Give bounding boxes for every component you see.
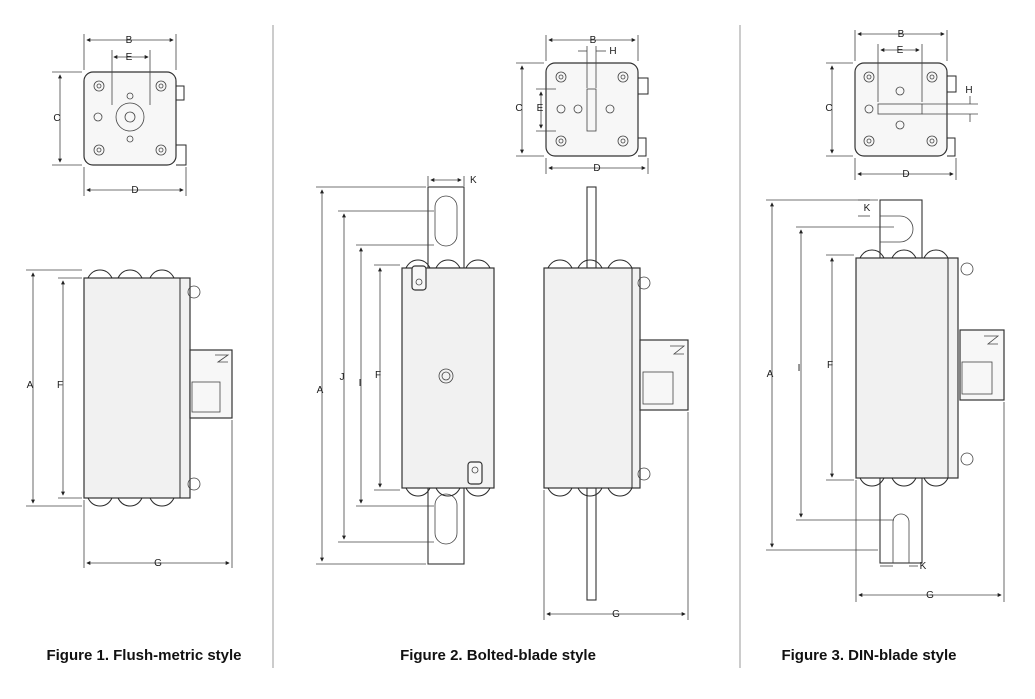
dim-label-A: A	[767, 369, 774, 380]
dim-label-K: K	[470, 175, 477, 186]
figure-2-bolted-blade: B H C E D	[316, 35, 689, 620]
fig2-top-view	[545, 62, 649, 157]
dim-label-H: H	[965, 85, 972, 96]
dim-label-E: E	[897, 45, 904, 56]
dim-label-D: D	[593, 163, 600, 174]
figure-3-caption: Figure 3. DIN-blade style	[781, 647, 956, 664]
dim-label-D: D	[902, 169, 909, 180]
dim-label-B: B	[126, 35, 133, 46]
dim-label-A: A	[27, 380, 34, 391]
dim-label-G: G	[612, 609, 620, 620]
dim-label-B: B	[898, 29, 905, 40]
dim-label-J: J	[340, 372, 345, 383]
dim-label-E: E	[126, 52, 133, 63]
dim-label-A: A	[317, 385, 324, 396]
dim-label-K: K	[920, 561, 927, 572]
fig1-side-view	[83, 269, 233, 507]
figure-1-flush-metric: B E C D A	[26, 34, 233, 569]
dim-label-D: D	[131, 185, 138, 196]
dim-label-C: C	[53, 113, 60, 124]
dim-label-C: C	[825, 103, 832, 114]
fig1-top-view	[83, 71, 187, 166]
dim-label-K: K	[864, 203, 871, 214]
figure-3-din-blade: B E C H D	[766, 29, 1005, 602]
dim-label-E: E	[537, 103, 544, 114]
figure-2-caption: Figure 2. Bolted-blade style	[400, 647, 596, 664]
dim-label-B: B	[590, 35, 597, 46]
dim-label-I: I	[359, 378, 362, 389]
fig3-side-view	[855, 199, 1005, 564]
dim-label-I: I	[798, 363, 801, 374]
dim-label-G: G	[926, 590, 934, 601]
dim-label-H: H	[609, 46, 616, 57]
dim-label-F: F	[57, 380, 63, 391]
fig2-front-view	[401, 186, 495, 565]
dim-label-C: C	[515, 103, 522, 114]
dim-label-G: G	[154, 558, 162, 569]
figure-1-caption: Figure 1. Flush-metric style	[46, 647, 241, 664]
fig3-top-view	[854, 62, 957, 157]
dim-label-F: F	[375, 370, 381, 381]
fig2-side-view	[543, 186, 689, 601]
dim-label-F: F	[827, 360, 833, 371]
